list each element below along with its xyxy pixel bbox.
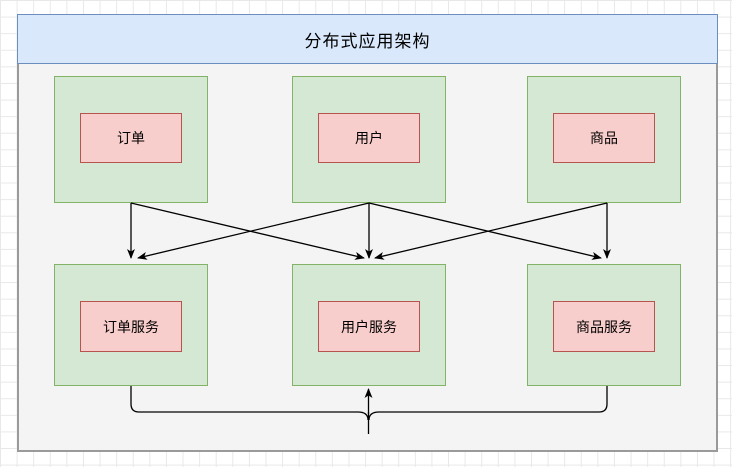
node-product-service[interactable]: 商品服务 bbox=[553, 301, 655, 352]
node-product[interactable]: 商品 bbox=[553, 113, 655, 163]
node-user-service-label: 用户服务 bbox=[341, 319, 397, 336]
diagram-title-bar: 分布式应用架构 bbox=[17, 14, 718, 64]
node-user-service[interactable]: 用户服务 bbox=[318, 301, 420, 352]
node-product-label: 商品 bbox=[590, 131, 618, 147]
node-order-label: 订单 bbox=[117, 131, 145, 147]
node-order-service[interactable]: 订单服务 bbox=[80, 301, 182, 352]
node-order[interactable]: 订单 bbox=[80, 113, 182, 163]
node-user-label: 用户 bbox=[355, 131, 383, 147]
node-product-service-label: 商品服务 bbox=[576, 319, 632, 336]
node-user[interactable]: 用户 bbox=[318, 113, 420, 163]
page-title: 分布式应用架构 bbox=[304, 31, 431, 52]
node-order-service-label: 订单服务 bbox=[103, 319, 159, 336]
